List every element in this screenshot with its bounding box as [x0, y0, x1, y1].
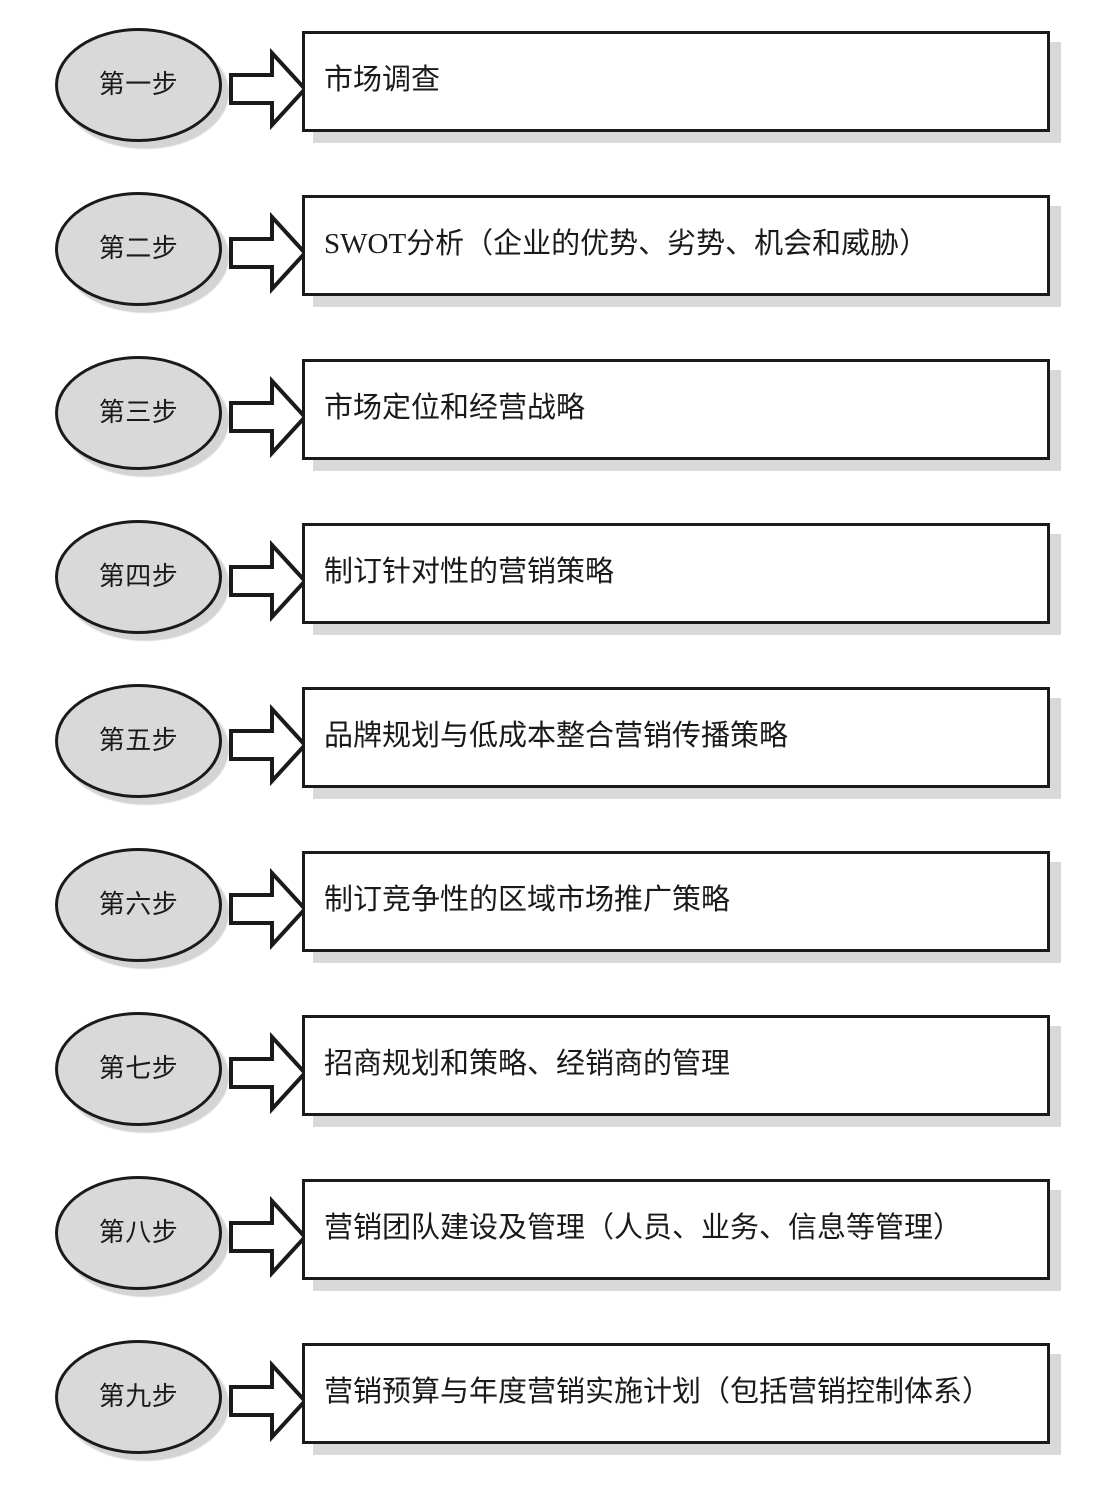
- right-block-arrow-icon: [228, 1032, 308, 1114]
- step-box-frame[interactable]: 制订竞争性的区域市场推广策略: [302, 851, 1050, 952]
- step-badge[interactable]: 第五步: [48, 678, 234, 810]
- step-box[interactable]: 市场调查: [302, 31, 1062, 156]
- step-box-label: 市场定位和经营战略: [324, 391, 586, 424]
- flow-row: 第二步 SWOT分析（企业的优势、劣势、机会和威胁）: [0, 186, 1104, 326]
- right-block-arrow-icon: [228, 376, 308, 458]
- step-box-label: 制订竞争性的区域市场推广策略: [324, 883, 731, 916]
- step-badge-label: 第四步: [98, 562, 179, 591]
- step-badge[interactable]: 第九步: [48, 1334, 234, 1466]
- step-box-frame[interactable]: 营销团队建设及管理（人员、业务、信息等管理）: [302, 1179, 1050, 1280]
- right-block-arrow-icon: [228, 212, 308, 294]
- step-box-label: 市场调查: [324, 63, 441, 96]
- flow-row: 第八步 营销团队建设及管理（人员、业务、信息等管理）: [0, 1170, 1104, 1310]
- step-box[interactable]: 制订针对性的营销策略: [302, 523, 1062, 648]
- right-block-arrow-icon: [228, 1196, 308, 1278]
- right-block-arrow-icon: [228, 540, 308, 622]
- step-badge[interactable]: 第四步: [48, 514, 234, 646]
- step-badge[interactable]: 第七步: [48, 1006, 234, 1138]
- right-block-arrow-icon: [228, 48, 308, 130]
- step-box-label: 招商规划和策略、经销商的管理: [324, 1047, 731, 1080]
- step-box-label: 营销预算与年度营销实施计划（包括营销控制体系）: [324, 1375, 992, 1408]
- step-ellipse[interactable]: 第九步: [55, 1340, 222, 1454]
- step-badge-label: 第五步: [98, 726, 179, 755]
- step-badge[interactable]: 第八步: [48, 1170, 234, 1302]
- step-box-label: 营销团队建设及管理（人员、业务、信息等管理）: [324, 1211, 963, 1244]
- step-box[interactable]: 招商规划和策略、经销商的管理: [302, 1015, 1062, 1140]
- step-box-frame[interactable]: 招商规划和策略、经销商的管理: [302, 1015, 1050, 1116]
- step-badge[interactable]: 第二步: [48, 186, 234, 318]
- flow-row: 第四步 制订针对性的营销策略: [0, 514, 1104, 654]
- step-box-label: SWOT分析（企业的优势、劣势、机会和威胁）: [324, 227, 929, 260]
- step-box[interactable]: SWOT分析（企业的优势、劣势、机会和威胁）: [302, 195, 1062, 320]
- step-badge-label: 第六步: [98, 890, 179, 919]
- flow-row: 第七步 招商规划和策略、经销商的管理: [0, 1006, 1104, 1146]
- step-badge-label: 第七步: [98, 1054, 179, 1083]
- step-badge-label: 第一步: [98, 70, 179, 99]
- step-box[interactable]: 制订竞争性的区域市场推广策略: [302, 851, 1062, 976]
- step-badge-label: 第九步: [98, 1382, 179, 1411]
- right-block-arrow-icon: [228, 868, 308, 950]
- step-ellipse[interactable]: 第一步: [55, 28, 222, 142]
- right-block-arrow-icon: [228, 1360, 308, 1442]
- step-ellipse[interactable]: 第四步: [55, 520, 222, 634]
- step-box[interactable]: 营销团队建设及管理（人员、业务、信息等管理）: [302, 1179, 1062, 1304]
- flow-row: 第六步 制订竞争性的区域市场推广策略: [0, 842, 1104, 982]
- step-box[interactable]: 营销预算与年度营销实施计划（包括营销控制体系）: [302, 1343, 1062, 1468]
- step-box-frame[interactable]: 品牌规划与低成本整合营销传播策略: [302, 687, 1050, 788]
- step-box-frame[interactable]: SWOT分析（企业的优势、劣势、机会和威胁）: [302, 195, 1050, 296]
- flow-row: 第九步 营销预算与年度营销实施计划（包括营销控制体系）: [0, 1334, 1104, 1474]
- step-box-frame[interactable]: 市场调查: [302, 31, 1050, 132]
- step-ellipse[interactable]: 第二步: [55, 192, 222, 306]
- step-box-frame[interactable]: 制订针对性的营销策略: [302, 523, 1050, 624]
- step-ellipse[interactable]: 第五步: [55, 684, 222, 798]
- step-ellipse[interactable]: 第七步: [55, 1012, 222, 1126]
- step-ellipse[interactable]: 第八步: [55, 1176, 222, 1290]
- step-badge[interactable]: 第六步: [48, 842, 234, 974]
- step-ellipse[interactable]: 第六步: [55, 848, 222, 962]
- step-ellipse[interactable]: 第三步: [55, 356, 222, 470]
- flow-row: 第一步 市场调查: [0, 22, 1104, 162]
- flow-row: 第五步 品牌规划与低成本整合营销传播策略: [0, 678, 1104, 818]
- step-box-label: 制订针对性的营销策略: [324, 555, 615, 588]
- step-box[interactable]: 品牌规划与低成本整合营销传播策略: [302, 687, 1062, 812]
- step-box-frame[interactable]: 市场定位和经营战略: [302, 359, 1050, 460]
- step-badge[interactable]: 第一步: [48, 22, 234, 154]
- step-box[interactable]: 市场定位和经营战略: [302, 359, 1062, 484]
- right-block-arrow-icon: [228, 704, 308, 786]
- step-badge-label: 第八步: [98, 1218, 179, 1247]
- step-badge-label: 第二步: [98, 234, 179, 263]
- step-badge[interactable]: 第三步: [48, 350, 234, 482]
- step-badge-label: 第三步: [98, 398, 179, 427]
- step-box-label: 品牌规划与低成本整合营销传播策略: [324, 719, 789, 752]
- step-box-frame[interactable]: 营销预算与年度营销实施计划（包括营销控制体系）: [302, 1343, 1050, 1444]
- flow-row: 第三步 市场定位和经营战略: [0, 350, 1104, 490]
